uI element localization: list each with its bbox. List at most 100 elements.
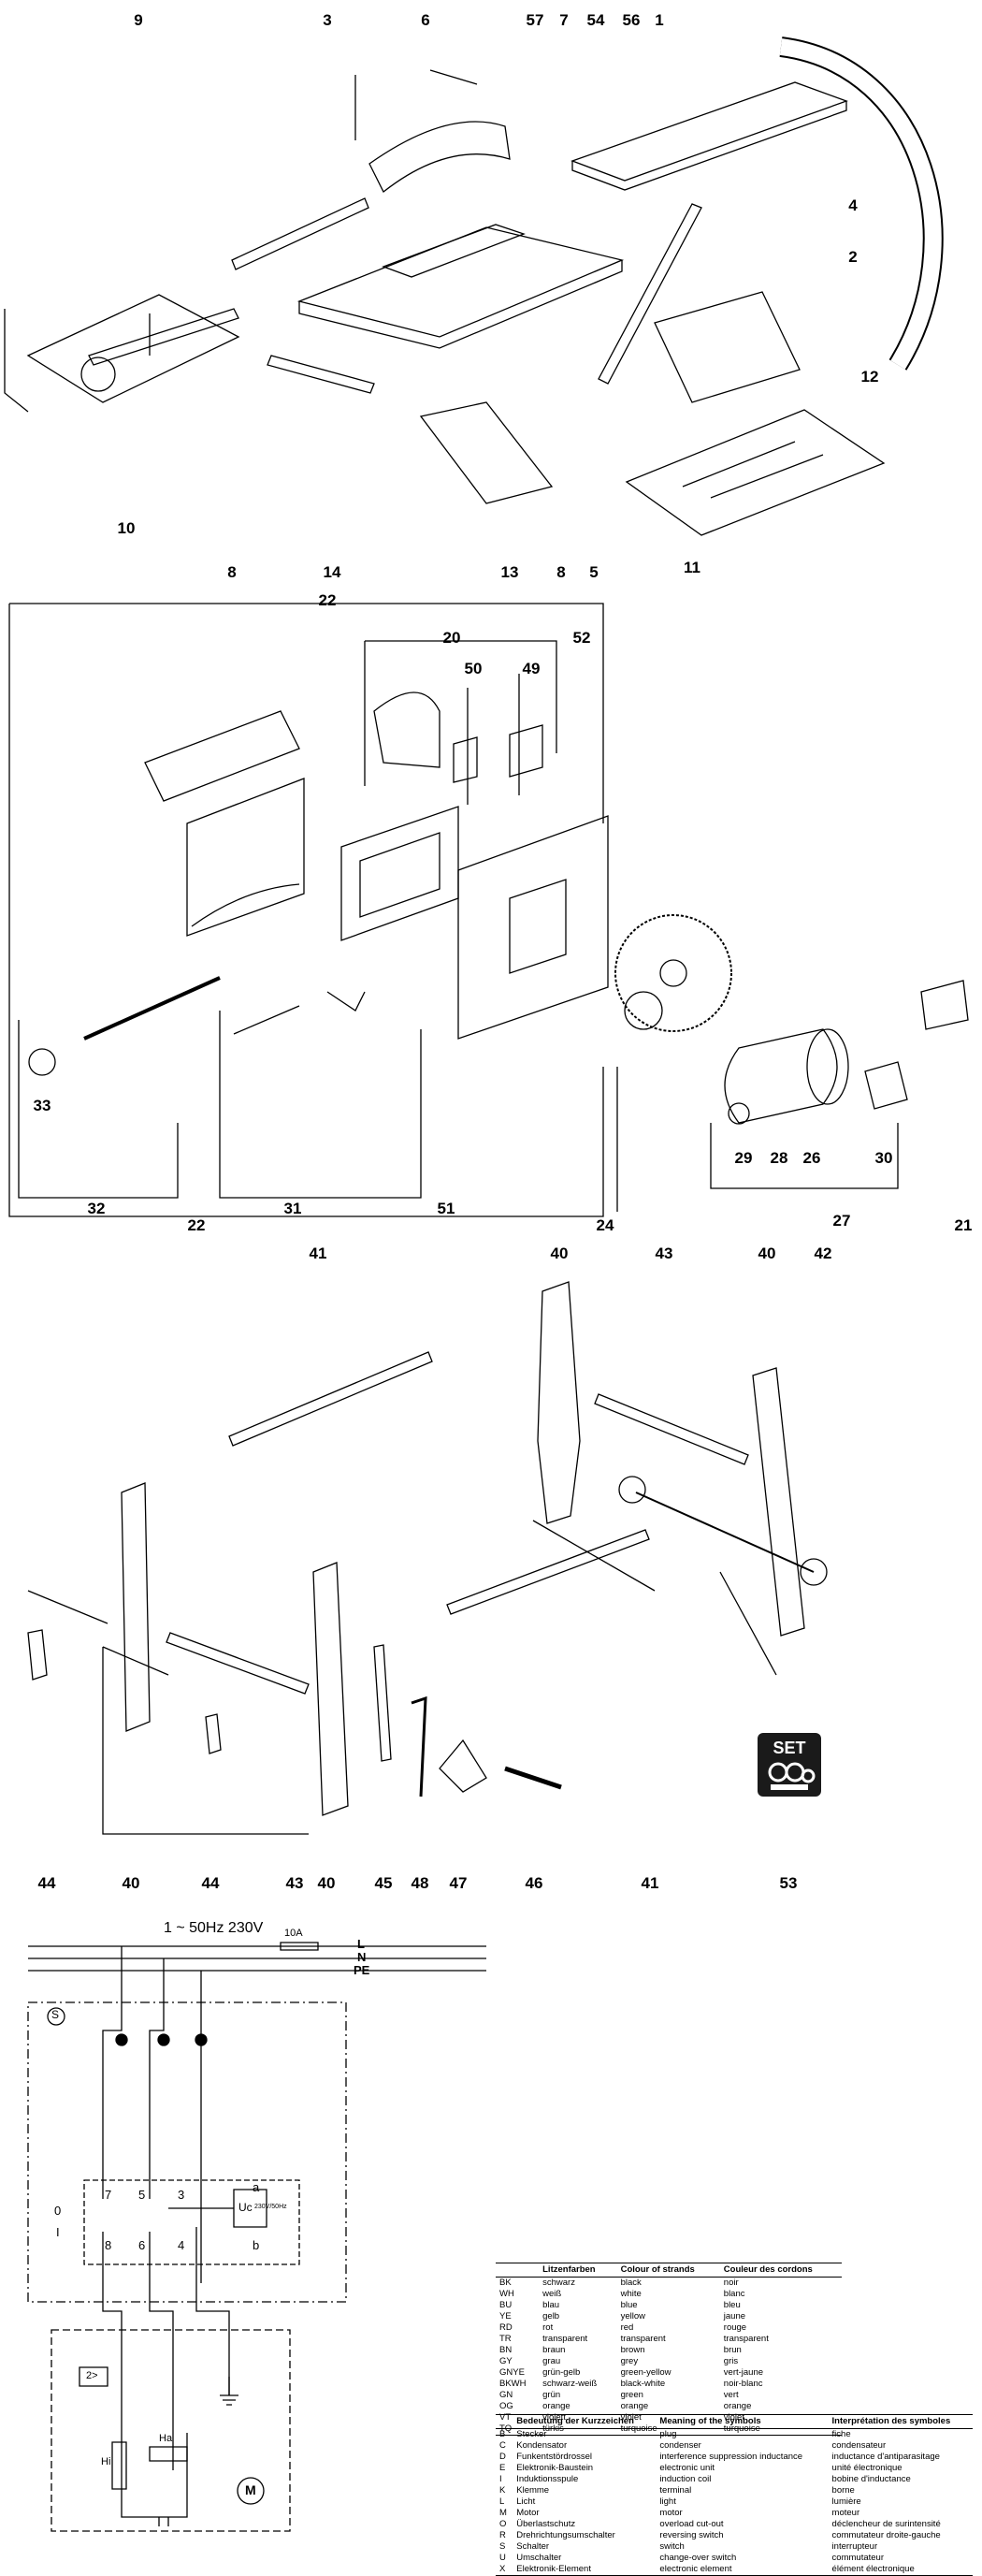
symbol-table-cell: Klemme [516,2485,550,2496]
part-number-43: 43 [655,1244,673,1262]
colour-table-header-0 [496,2263,540,2278]
part-number-9: 9 [134,11,143,29]
part-1-extension-table [570,81,848,191]
terminal-4: 4 [178,2238,185,2252]
set-badge: SET [758,1733,821,1797]
symbol-table-cell: motor [659,2508,683,2518]
part-number-49: 49 [522,660,541,677]
part-20-guard [373,691,440,768]
part-number-12: 12 [860,368,879,386]
position-1: I [56,2225,60,2239]
part-48-wrench [411,1696,427,1797]
symbol-table-cell: K [499,2485,506,2496]
part-number-7: 7 [559,11,569,29]
symbol-table-cell: O [499,2519,507,2529]
part-47-handle [439,1739,487,1793]
colour-table-cell: brun [723,2345,742,2355]
part-33-knob [28,1048,56,1076]
colour-table-cell: transparent [542,2334,588,2344]
symbol-table-header-3: Interprétation des symboles [828,2414,973,2429]
symbol-table-cell: R [499,2530,506,2540]
part-number-8: 8 [556,563,566,581]
colour-table-cell: GN [499,2390,513,2400]
part-number-46: 46 [525,1874,543,1892]
part-number-2: 2 [848,248,858,266]
colour-table-cell: noir [723,2278,739,2288]
part-number-33: 33 [33,1097,51,1114]
ha-label: Ha [159,2433,173,2444]
part-24-blade [614,914,732,1032]
terminal-b: b [253,2238,260,2252]
colour-table-cell: gelb [542,2311,560,2321]
coil-note: 230V/50Hz [254,2204,287,2210]
symbol-table-cell: B [499,2429,506,2439]
flange [624,991,663,1030]
symbol-table-cell: Motor [516,2508,540,2518]
symbol-table-cell: interference suppression inductance [659,2452,803,2462]
part-40-leg-4 [312,1562,349,1816]
part-12-side-guard [654,291,801,403]
symbol-table-cell: déclencheur de surintensité [831,2519,941,2529]
colour-table-cell: grau [542,2356,561,2366]
symbol-table-cell: Überlastschutz [516,2519,576,2529]
colour-table-cell: schwarz [542,2278,575,2288]
part-number-44: 44 [37,1874,56,1892]
part-43-brace-low [166,1632,310,1695]
part-40-leg-3 [121,1482,151,1732]
symbol-table-cell: borne [831,2485,855,2496]
part-number-29: 29 [734,1149,753,1167]
symbol-table-cell: interrupteur [831,2541,878,2552]
line-label-n: N [357,1950,367,1964]
colour-table-cell: blue [620,2300,638,2310]
part-number-22: 22 [318,591,337,609]
colour-table-cell: gris [723,2356,739,2366]
terminal-7: 7 [105,2188,112,2202]
colour-table-cell: turquoise [620,2423,657,2434]
colour-table-cell: grün-gelb [542,2367,581,2378]
axle-42 [635,1492,815,1573]
symbol-table-cell: C [499,2440,506,2451]
colour-table-cell: YE [499,2311,512,2321]
part-number-45: 45 [374,1874,393,1892]
symbol-table-cell: D [499,2452,506,2462]
colour-table-cell: transparent [620,2334,666,2344]
part-3-rail [231,197,369,270]
part-number-11: 11 [684,559,700,576]
main-saw-table [296,226,625,349]
symbol-table-cell: Funkentstördrossel [516,2452,593,2462]
symbol-table-cell: bobine d'inductance [831,2474,911,2484]
symbol-table-cell: change-over switch [659,2553,737,2563]
terminal-6: 6 [138,2238,146,2252]
symbol-table-cell: plug [659,2429,677,2439]
part-number-48: 48 [411,1874,429,1892]
symbol-table-header-0 [496,2414,513,2429]
symbol-table-cell: commutateur droite-gauche [831,2530,941,2540]
part-32-shaft [83,976,221,1041]
gear-icon [768,1762,816,1790]
colour-table-cell: braun [542,2345,566,2355]
colour-table-cell: yellow [620,2311,646,2321]
colour-table-cell: türkis [542,2423,564,2434]
colour-table-cell: orange [723,2401,752,2411]
symbol-table-cell: Induktionsspule [516,2474,579,2484]
wiring [102,1946,230,2395]
terminal-3: 3 [178,2188,185,2202]
symbol-table-cell: overload cut-out [659,2519,724,2529]
part-40-leg-1 [537,1281,581,1524]
part-30-box [864,1061,908,1110]
colour-table-cell: rot [542,2322,554,2333]
box-label: 2> [86,2370,98,2381]
symbol-table-cell: U [499,2553,506,2563]
part-9-rail [88,308,239,366]
